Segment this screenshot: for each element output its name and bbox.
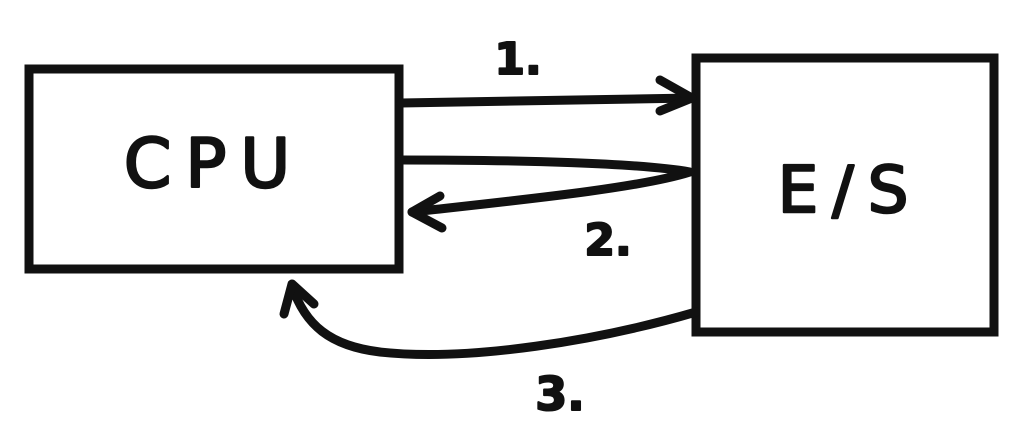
cpu-box bbox=[24, 64, 404, 274]
arrow-1-line bbox=[396, 93, 697, 108]
io-label: E/S bbox=[778, 154, 923, 228]
arrow-3-head bbox=[279, 279, 319, 319]
io-box bbox=[691, 53, 999, 337]
cpu-label: CPU bbox=[124, 125, 304, 204]
step-2-label: 2. bbox=[584, 215, 631, 266]
cpu-node: CPU bbox=[24, 64, 404, 274]
arrow-step-2: 2. bbox=[396, 155, 695, 267]
io-node: E/S bbox=[691, 53, 999, 337]
arrow-2-line bbox=[396, 155, 695, 217]
arrow-3-line bbox=[287, 281, 701, 359]
arrow-step-1: 1. bbox=[396, 33, 697, 116]
step-1-label: 1. bbox=[494, 34, 541, 85]
arrow-1-head bbox=[655, 75, 697, 116]
arrow-2-head bbox=[407, 191, 447, 233]
arrow-step-3: 3. bbox=[279, 279, 701, 422]
step-3-label: 3. bbox=[535, 367, 584, 421]
